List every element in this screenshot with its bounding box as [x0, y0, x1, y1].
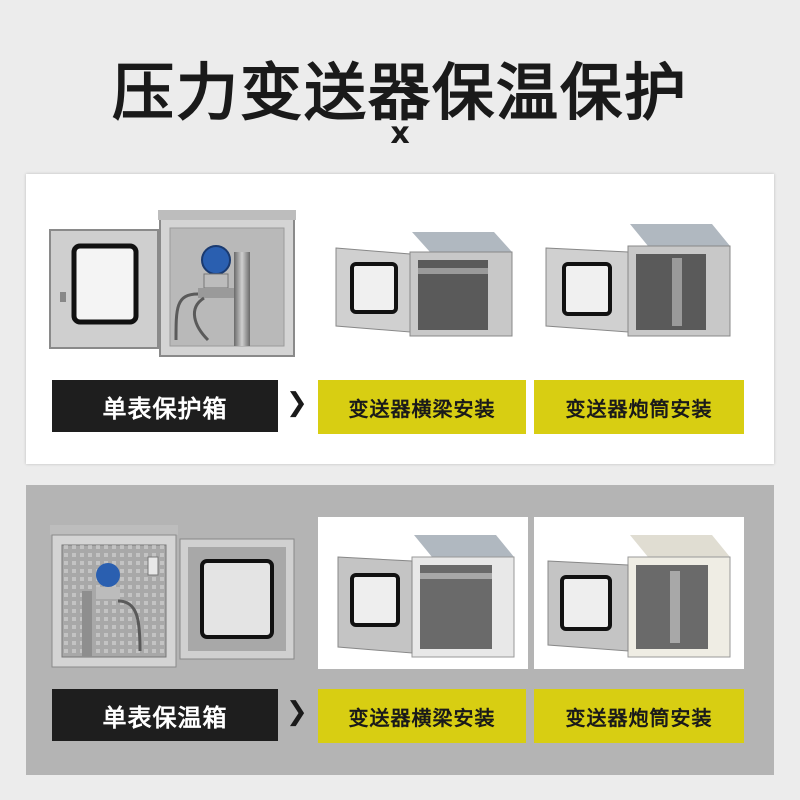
subtitle-mark: x: [390, 116, 410, 151]
protection-box-label: 单表保护箱: [52, 380, 278, 432]
option-insulation-cannon-tube-install: 变送器炮筒安装: [534, 689, 744, 743]
protection-box-panel: 单表保护箱 ❯ 变送器横梁安装 变送器炮筒安装: [26, 174, 774, 464]
insulation-box-panel: 单表保温箱 ❯ 变送器横梁安装 变送器炮筒安装: [26, 485, 774, 775]
crossbeam-install-image: [335, 232, 513, 337]
chevron-right-icon: ❯: [286, 388, 308, 418]
option-crossbeam-install: 变送器横梁安装: [318, 380, 526, 434]
insulation-cannon-image-bg: [534, 517, 744, 669]
insulation-box-label: 单表保温箱: [52, 689, 278, 741]
protection-box-open-image: [49, 210, 296, 357]
insulation-box-open-image: [50, 525, 295, 668]
cannon-tube-install-image: [545, 224, 731, 337]
option-insulation-crossbeam-install: 变送器横梁安装: [318, 689, 526, 743]
insulation-cannon-tube-install-image: [547, 535, 731, 658]
chevron-right-icon: ❯: [286, 697, 308, 727]
insulation-crossbeam-image-bg: [318, 517, 528, 669]
option-cannon-tube-install: 变送器炮筒安装: [534, 380, 744, 434]
page-title: 压力变送器保温保护: [111, 56, 688, 129]
insulation-crossbeam-install-image: [337, 535, 515, 658]
